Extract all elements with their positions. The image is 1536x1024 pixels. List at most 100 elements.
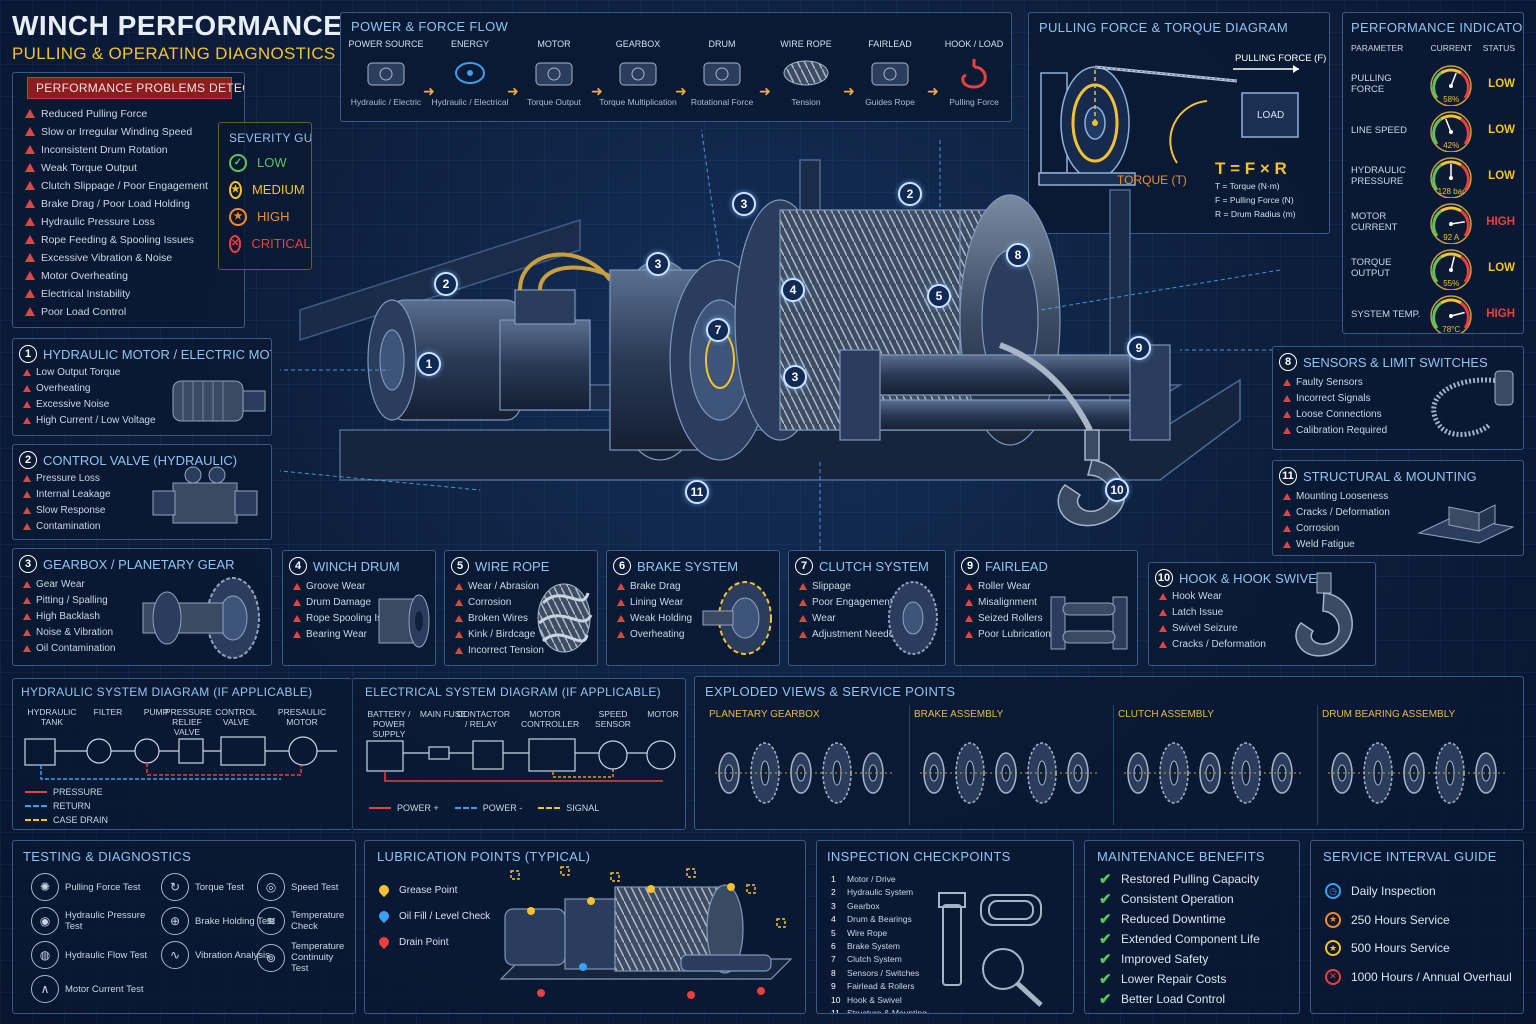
gearbox-icon <box>595 53 681 93</box>
exploded-view-illustration <box>1328 742 1506 804</box>
benefit-text: Reduced Downtime <box>1121 912 1226 926</box>
electrical-part-label: BATTERY / POWER SUPPLY <box>367 709 411 739</box>
issue-text: Pitting / Spalling <box>36 595 108 606</box>
star-circle-icon: ★ <box>229 180 242 199</box>
indicator-name: SYSTEM TEMP. <box>1351 308 1421 320</box>
benefit-text: Improved Safety <box>1121 952 1209 966</box>
indicator-value: 42% <box>1443 141 1460 150</box>
component-marker: 3 <box>646 252 670 276</box>
component-2-label: CONTROL VALVE (HYDRAULIC) <box>43 452 238 468</box>
warning-icon <box>1283 509 1291 516</box>
hydraulic-part-label: PRESSURE RELIEF VALVE <box>165 707 212 737</box>
severity-list: ✓LOW★MEDIUM★HIGH✕CRITICAL <box>229 149 311 257</box>
issue-item: Mounting Looseness <box>1283 489 1390 505</box>
warning-icon <box>1283 395 1291 402</box>
legend-label: PRESSURE <box>53 787 103 797</box>
component-7-label: CLUTCH SYSTEM <box>819 558 929 574</box>
service-interval-panel: SERVICE INTERVAL GUIDE ◷Daily Inspection… <box>1310 840 1524 1014</box>
inspection-text: Hook & Swivel <box>847 994 902 1005</box>
issue-item: Lining Wear <box>617 595 692 611</box>
warning-icon <box>25 271 35 280</box>
motor-icon <box>511 53 597 93</box>
problem-item: Slow or Irregular Winding Speed <box>25 123 244 141</box>
benefits-list: ✔Restored Pulling Capacity✔Consistent Op… <box>1099 869 1260 1009</box>
performance-indicators-panel: PERFORMANCE INDICATORS PARAMETER CURRENT… <box>1342 12 1524 334</box>
electrical-schematic <box>366 738 676 782</box>
component-7-title: 7 CLUTCH SYSTEM <box>795 557 929 575</box>
test-label: Pulling Force Test <box>65 881 141 893</box>
service-label: 1000 Hours / Annual Overhaul <box>1351 969 1512 984</box>
exploded-view-label: BRAKE ASSEMBLY <box>914 709 1004 720</box>
page-subtitle: PULLING & OPERATING DIAGNOSTICS <box>12 44 336 63</box>
warning-icon <box>23 613 31 620</box>
indicator-name: HYDRAULIC PRESSURE <box>1351 165 1406 187</box>
torque-legend-item: T = Torque (N·m) <box>1215 181 1280 191</box>
legend-label: SIGNAL <box>566 803 600 813</box>
warning-icon <box>23 523 31 530</box>
title-block: WINCH PERFORMANCE PULLING & OPERATING DI… <box>12 10 342 64</box>
benefit-item: ✔Better Load Control <box>1099 989 1260 1009</box>
legend-line-icon <box>454 807 477 809</box>
problem-text: Hydraulic Pressure Loss <box>41 216 155 228</box>
warning-icon <box>23 491 31 498</box>
test-item: ⊚Temperature Continuity Test <box>257 941 353 974</box>
flow-arrow-icon: ➜ <box>423 83 435 99</box>
hydraulic-part-label: FILTER <box>93 707 123 717</box>
problem-text: Excessive Vibration & Noise <box>41 252 173 264</box>
warning-icon <box>23 507 31 514</box>
issue-text: Poor Lubrication <box>978 629 1051 640</box>
test-item: ∿Vibration Analysis <box>161 941 287 969</box>
flow-arrow-icon: ➜ <box>591 83 603 99</box>
lubrication-item: Drain Point <box>376 929 490 955</box>
exploded-view-illustration <box>1124 742 1302 804</box>
issue-item: Incorrect Signals <box>1283 391 1387 407</box>
wrench-icon: ✕ <box>1325 968 1341 985</box>
electrical-legend-item: POWER + <box>369 801 439 815</box>
issue-item: Faulty Sensors <box>1283 375 1387 391</box>
component-3-number: 3 <box>19 555 37 573</box>
power-source-icon <box>343 53 429 93</box>
warning-icon <box>455 647 463 654</box>
indicator-value: 128 bar <box>1437 187 1465 196</box>
thermometer-icon: ≋ <box>257 907 285 935</box>
issue-item: Low Output Torque <box>23 365 156 381</box>
issue-text: Groove Wear <box>306 581 366 592</box>
indicator-name: TORQUE OUTPUT <box>1351 257 1392 279</box>
problem-text: Poor Load Control <box>41 306 127 318</box>
wire-rope-thumbnail <box>537 583 593 653</box>
inspection-text: Structure & Mounting <box>847 1007 927 1014</box>
warning-icon <box>293 631 301 638</box>
issue-item: Poor Lubrication <box>965 627 1051 643</box>
hydraulic-part-label: PUMP <box>143 707 169 717</box>
component-2-title: 2 CONTROL VALVE (HYDRAULIC) <box>19 451 237 469</box>
warning-icon <box>25 289 35 298</box>
gear-icon: ★ <box>1325 940 1341 957</box>
flow-arrow-icon: ➜ <box>927 83 939 99</box>
indicator-status: HIGH <box>1486 308 1515 320</box>
flow-step-sub: Tension <box>791 97 821 107</box>
legend-line-icon <box>25 819 47 821</box>
component-2-number: 2 <box>19 451 37 469</box>
warning-icon <box>1283 379 1291 386</box>
legend-line-icon <box>538 807 561 809</box>
warning-icon <box>1283 541 1291 548</box>
mounting-thumbnail <box>1417 504 1515 544</box>
component-11-title: 11 STRUCTURAL & MOUNTING <box>1279 467 1477 485</box>
testing-panel: TESTING & DIAGNOSTICS ✺Pulling Force Tes… <box>12 840 356 1014</box>
issue-text: Corrosion <box>1296 523 1340 534</box>
issue-text: Cracks / Deformation <box>1296 507 1390 518</box>
severity-guide-panel: SEVERITY GUIDE ✓LOW★MEDIUM★HIGH✕CRITICAL <box>218 122 312 270</box>
test-item: ↻Torque Test <box>161 873 287 901</box>
inspection-title: INSPECTION CHECKPOINTS <box>827 849 1011 864</box>
issue-text: Incorrect Tension <box>468 645 544 656</box>
